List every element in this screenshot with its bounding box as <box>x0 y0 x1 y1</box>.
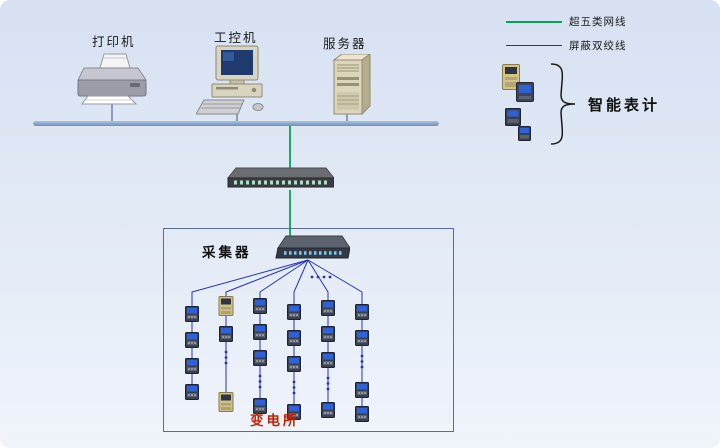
collector-icon <box>270 232 351 271</box>
collector-label: 采集器 <box>202 245 252 260</box>
twisted-pair-line-sample <box>506 44 562 47</box>
server-label: 服务器 <box>323 37 367 51</box>
smart-meter-icon-tan <box>502 64 520 95</box>
printer-label: 打印机 <box>92 35 136 49</box>
legend-item-twisted-pair: 屏蔽双绞线 <box>506 38 627 53</box>
legend-label-twisted-pair: 屏蔽双绞线 <box>569 40 627 52</box>
workstation-label: 工控机 <box>214 31 258 45</box>
smart-meters-label: 智能表计 <box>588 97 661 114</box>
smart-meter-icon-dark-large <box>505 108 521 131</box>
bus-line <box>33 121 439 126</box>
brace-icon <box>550 63 576 145</box>
cat5-line-sample <box>506 20 562 23</box>
switch-icon <box>226 164 336 197</box>
substation-box <box>163 228 454 432</box>
smart-meter-icon-blue <box>516 82 534 107</box>
substation-label: 变电所 <box>250 413 300 428</box>
printer-icon <box>72 52 154 115</box>
workstation-icon <box>195 44 284 123</box>
server-icon <box>324 53 374 123</box>
legend-item-cat5: 超五类网线 <box>506 14 627 29</box>
legend-label-cat5: 超五类网线 <box>569 16 627 28</box>
smart-meter-icon-dark-small <box>518 126 531 146</box>
legend: 超五类网线 屏蔽双绞线 <box>506 14 627 53</box>
